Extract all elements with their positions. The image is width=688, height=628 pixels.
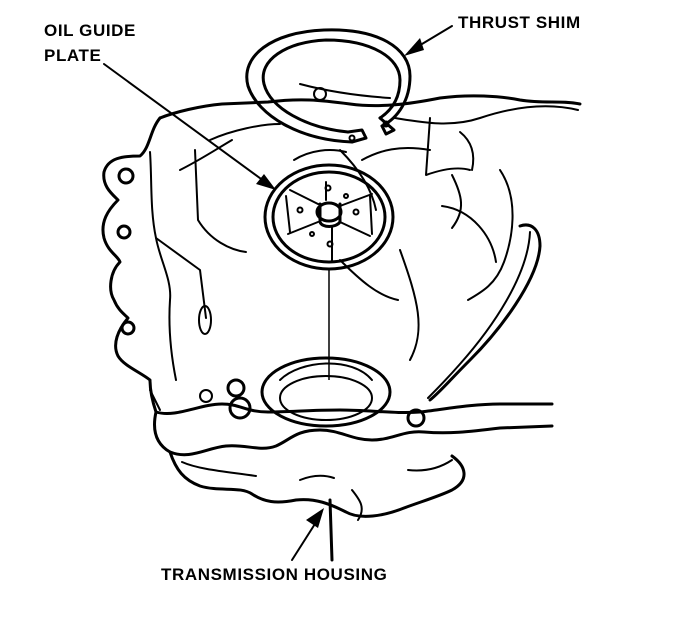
thrust-shim xyxy=(245,28,412,144)
thrust-shim-leader xyxy=(404,25,453,56)
oil-guide-plate xyxy=(263,163,395,380)
transmission-housing-leader xyxy=(291,508,324,561)
transmission-housing-label: TRANSMISSION HOUSING xyxy=(161,565,388,584)
oil-guide-plate-label-line1: OIL GUIDE xyxy=(44,21,136,40)
oil-guide-plate-label-line2: PLATE xyxy=(44,46,102,65)
thrust-shim-label: THRUST SHIM xyxy=(458,13,581,32)
oil-guide-plate-leader xyxy=(103,63,276,190)
transmission-housing xyxy=(101,83,582,562)
